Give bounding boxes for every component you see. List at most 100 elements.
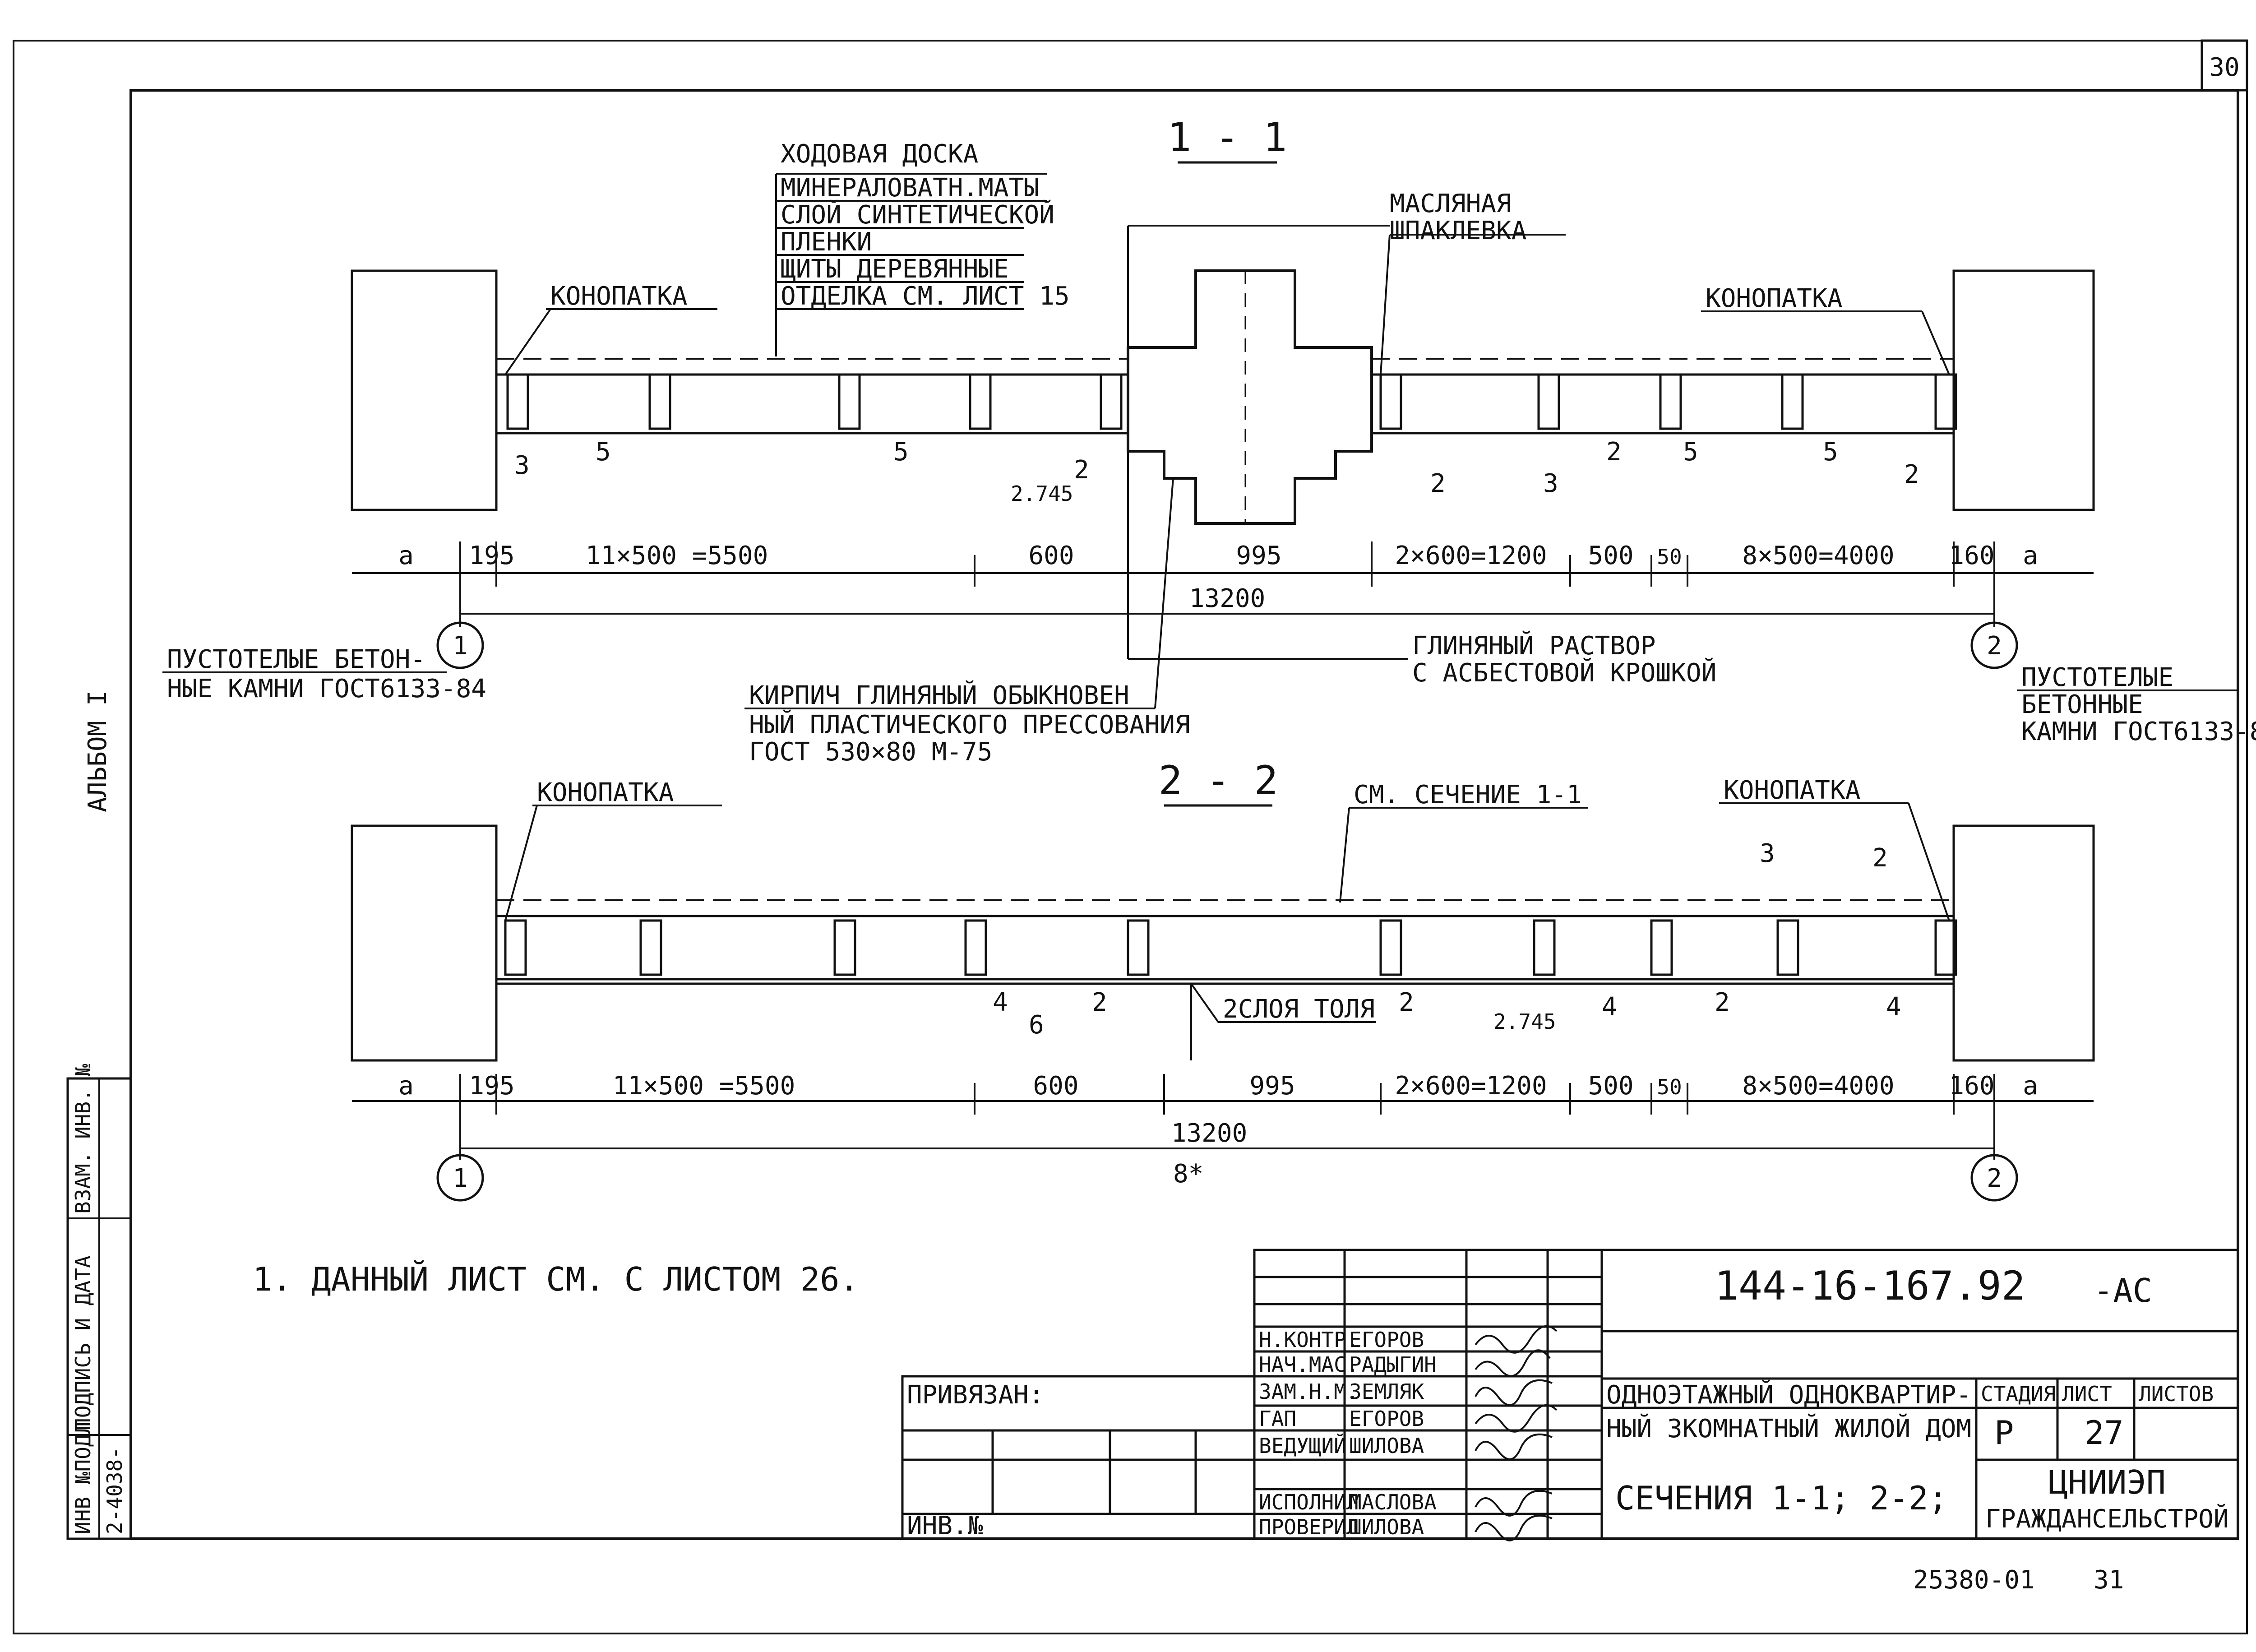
mark-1-c: 5 xyxy=(893,437,909,467)
inner-frame xyxy=(129,89,2239,1540)
dim-2-995: 995 xyxy=(1249,1071,1295,1101)
mark-1-g: 2 xyxy=(1606,437,1622,467)
dim-1-995: 995 xyxy=(1236,541,1281,570)
stadia-label: СТАДИЯ xyxy=(1981,1382,2056,1406)
role-4: ГАП xyxy=(1259,1407,1296,1431)
dim-2-195: 195 xyxy=(469,1071,514,1101)
callout-otdelka: ОТДЕЛКА СМ. ЛИСТ 15 xyxy=(781,282,1070,311)
role-6: ИСПОЛНИЛ xyxy=(1259,1490,1359,1514)
drawing-note: 1. ДАННЫЙ ЛИСТ СМ. С ЛИСТОМ 26. xyxy=(253,1260,859,1298)
project-code: 144-16-167.92 xyxy=(1715,1263,2025,1309)
dim-1-160: 160 xyxy=(1949,541,1994,570)
sheet-title: СЕЧЕНИЯ 1-1; 2-2; xyxy=(1615,1479,1948,1517)
mark-1-e: 2 xyxy=(1430,469,1446,498)
bottom-page: 31 xyxy=(2094,1565,2124,1595)
side-stamp: ИНВ №ПОДЛ 2-4038- ПОДПИСЬ И ДАТА ВЗАМ. И… xyxy=(66,1064,132,1540)
mark-2-d: 2 xyxy=(1399,988,1414,1017)
konopatka-right-2: КОНОПАТКА xyxy=(1724,776,1860,805)
mark-1-a: 3 xyxy=(514,451,530,480)
signatures xyxy=(1475,1325,1558,1541)
name-2: РАДЫГИН xyxy=(1349,1352,1437,1377)
section-1-1: 1 - 1 xyxy=(162,114,2256,767)
callout-plenki: ПЛЕНКИ xyxy=(781,227,872,257)
stadia-value: Р xyxy=(1994,1414,2014,1452)
side-stamp-sign-label: ПОДПИСЬ И ДАТА xyxy=(71,1255,95,1430)
konopatka-right-1: КОНОПАТКА xyxy=(1706,284,1842,313)
dim-2-a-left: a xyxy=(398,1071,414,1101)
axis-marker-1-b xyxy=(436,1154,484,1202)
project-suffix: -АС xyxy=(2094,1272,2152,1310)
callout-pustot-right-2: БЕТОННЫЕ xyxy=(2021,690,2143,719)
mark-2-c: 2 xyxy=(1092,988,1107,1017)
dim-1-600: 600 xyxy=(1028,541,1074,570)
bottom-ref: 25380-01 xyxy=(1913,1565,2035,1595)
dim-2-1200: 2×600=1200 xyxy=(1395,1071,1547,1101)
wall-right-2 xyxy=(1952,824,2095,1062)
mark-1-i: 5 xyxy=(1823,437,1838,467)
callout-kirpich-2: НЫЙ ПЛАСТИЧЕСКОГО ПРЕССОВАНИЯ xyxy=(749,710,1190,740)
callout-pustot-right-3: КАМНИ ГОСТ6133-84 xyxy=(2021,717,2256,746)
dim-1-a-right: a xyxy=(2023,541,2038,570)
callout-mineral: МИНЕРАЛОВАТН.МАТЫ xyxy=(781,173,1039,203)
mark-1-b: 5 xyxy=(596,437,611,467)
dim-2-500: 500 xyxy=(1588,1071,1633,1101)
callout-glinyany-1: ГЛИНЯНЫЙ РАСТВОР xyxy=(1412,631,1655,661)
axis-label-2-b: 2 xyxy=(1987,1164,2002,1193)
callout-glinyany-2: С АСБЕСТОВОЙ КРОШКОЙ xyxy=(1412,658,1716,688)
dim-2-160: 160 xyxy=(1949,1071,1994,1101)
corner-number: 30 xyxy=(2209,53,2239,82)
dim-1-5500: 11×500 =5500 xyxy=(586,541,768,570)
desc-line-1: ОДНОЭТАЖНЫЙ ОДНОКВАРТИР- xyxy=(1606,1380,1971,1410)
org-line-2: ГРАЖДАНСЕЛЬСТРОЙ xyxy=(1985,1504,2228,1534)
mark-1-d: 2 xyxy=(1074,455,1089,485)
mark-1-f: 3 xyxy=(1543,469,1558,498)
dim-2-50: 50 xyxy=(1657,1075,1682,1099)
org-line-1: ЦНИИЭП xyxy=(2048,1463,2166,1501)
dim-2-a-right: a xyxy=(2023,1071,2038,1101)
role-2: НАЧ.МАС. xyxy=(1259,1352,1359,1377)
role-7: ПРОВЕРИЛ xyxy=(1259,1515,1359,1539)
callout-shchity: ЩИТЫ ДЕРЕВЯННЫЕ xyxy=(781,255,1009,284)
mark-2-b: 6 xyxy=(1029,1010,1044,1040)
side-stamp-inv-value: 2-4038- xyxy=(102,1447,127,1534)
mark-2-f: 2 xyxy=(1715,988,1730,1017)
dim-2-4000: 8×500=4000 xyxy=(1742,1071,1894,1101)
callout-khodovaya: ХОДОВАЯ ДОСКА xyxy=(781,139,978,169)
section-1-title: 1 - 1 xyxy=(1168,114,1287,161)
slab-right-1 xyxy=(1370,373,1955,435)
outer-frame xyxy=(13,40,2248,1634)
callout-maslyanaya-2: ШПАКЛЕВКА xyxy=(1390,216,1526,245)
side-stamp-replace-label: ВЗАМ. ИНВ. № xyxy=(71,1064,95,1214)
dim-1-195: 195 xyxy=(469,541,514,570)
callout-kirpich-1: КИРПИЧ ГЛИНЯНЫЙ ОБЫКНОВЕН xyxy=(749,680,1129,710)
listov-label: ЛИСТОВ xyxy=(2139,1382,2214,1406)
album-label: АЛЬБОМ I xyxy=(83,690,112,812)
role-3: ЗАМ.Н.М. xyxy=(1259,1379,1359,1404)
axis-marker-2-b xyxy=(1970,1154,2018,1202)
section-2-title: 2 - 2 xyxy=(1159,757,1278,804)
name-1: ЕГОРОВ xyxy=(1349,1328,1424,1352)
dim-1-1200: 2×600=1200 xyxy=(1395,541,1547,570)
privyazan-label: ПРИВЯЗАН: xyxy=(907,1380,1044,1410)
corner-number-box xyxy=(2201,39,2248,92)
axis-label-2: 2 xyxy=(1987,631,2002,661)
name-4: ЕГОРОВ xyxy=(1349,1407,1424,1431)
mark-2-a: 4 xyxy=(993,988,1008,1017)
callout-toli: 2СЛОЯ ТОЛЯ xyxy=(1223,995,1375,1024)
callout-sloy: СЛОЙ СИНТЕТИЧЕСКОЙ xyxy=(781,200,1054,230)
elev-mark-1: 2.745 xyxy=(1011,481,1073,506)
list-value: 27 xyxy=(2085,1414,2124,1452)
wall-left-2 xyxy=(351,824,498,1062)
inv-label: ИНВ.№ xyxy=(907,1511,983,1541)
axis-label-1: 1 xyxy=(453,631,468,661)
dim-1-500: 500 xyxy=(1588,541,1633,570)
callout-kirpich-3: ГОСТ 530×80 М-75 xyxy=(749,737,992,767)
callout-pustot-left-2: НЫЕ КАМНИ ГОСТ6133-84 xyxy=(167,674,486,703)
dim-1-a-left: a xyxy=(398,541,414,570)
dim-1-50: 50 xyxy=(1657,545,1682,569)
axis-marker-1 xyxy=(436,621,484,669)
dim-1-total: 13200 xyxy=(1189,584,1266,613)
mark-2-h: 3 xyxy=(1760,839,1775,868)
role-5: ВЕДУЩИЙ xyxy=(1259,1434,1346,1458)
